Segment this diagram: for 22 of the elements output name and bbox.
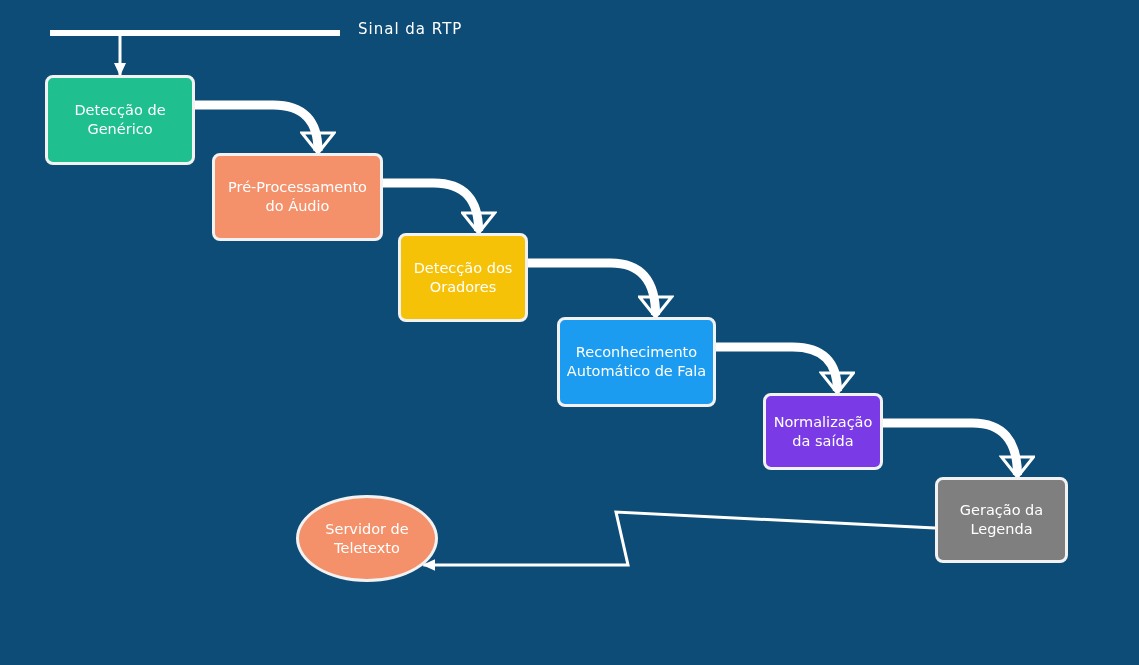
arrow [716, 342, 855, 395]
arrow [195, 100, 335, 155]
node-text: Detecção dos Oradores [412, 258, 514, 297]
arrow [883, 418, 1035, 479]
arrow [528, 258, 673, 319]
arrow [383, 178, 496, 235]
process-box [935, 477, 1068, 563]
signal-label: Sinal da RTP [358, 20, 463, 38]
process-box [398, 233, 528, 322]
node-text: Normalização da saída [772, 412, 874, 451]
process-box [212, 153, 383, 241]
node-text: Pré-Processamento do Áudio [227, 178, 368, 216]
arrow [422, 510, 936, 571]
node-text: Geração da Legenda [958, 501, 1045, 539]
process-box [763, 393, 883, 470]
node-text: Servidor de Teletexto [324, 519, 410, 558]
process-box [45, 75, 195, 165]
process-box [557, 317, 716, 407]
node-text: Reconhecimento Automático de Fala [566, 343, 707, 381]
node-text: Detecção de Genérico [73, 101, 167, 139]
arrow [114, 36, 126, 76]
signal-bar [50, 30, 340, 36]
